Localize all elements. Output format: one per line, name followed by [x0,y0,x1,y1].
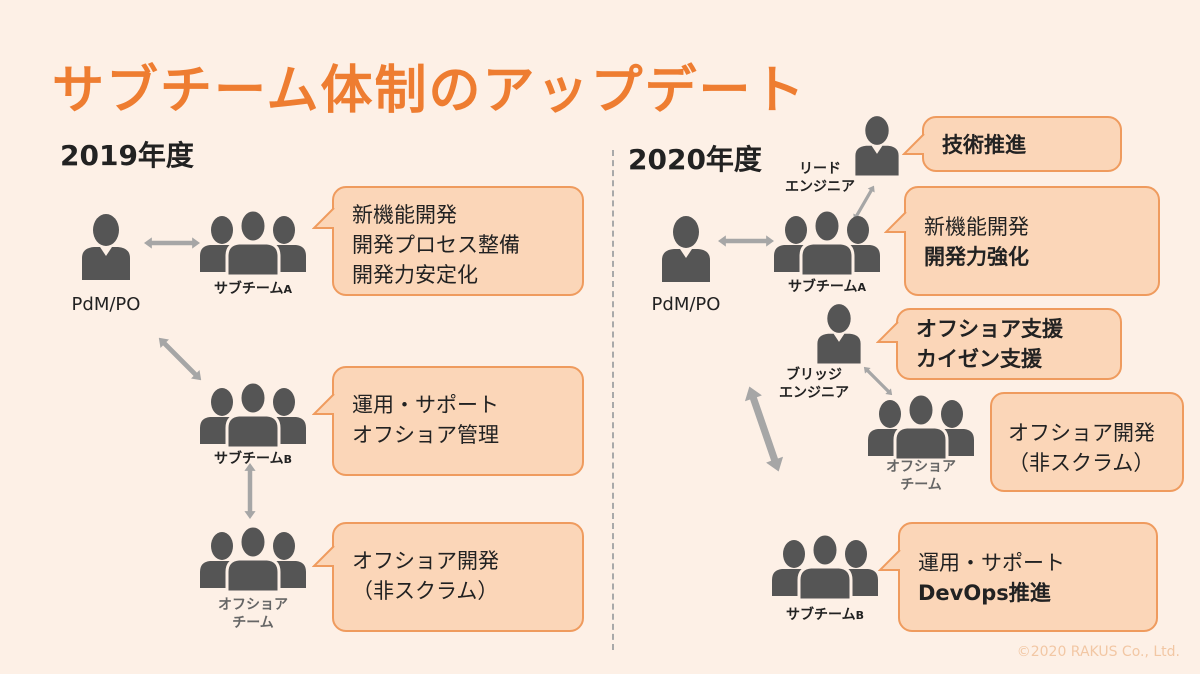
pdm-label: PdM/PO [71,294,141,315]
bridge-bubble: オフショア支援 カイゼン支援 [896,308,1122,380]
team-a-label: サブチームA [213,281,293,297]
bubble-line: 運用・サポート [352,393,499,417]
slide-title: サブチーム体制のアップデート [52,61,807,121]
offshore-bubble: オフショア開発 （非スクラム） [332,522,584,632]
bubble-line: 開発プロセス整備 [352,233,520,257]
bubble-line: オフショア開発 [352,549,499,573]
team-a-bubble: 新機能開発 開発力強化 [904,186,1160,296]
offshore-group-icon [866,390,976,460]
bubble-line: オフショア管理 [352,423,499,447]
bubble-line: 新機能開発 [352,203,457,227]
bubble-tail [312,207,335,229]
bubble-tail [312,393,335,415]
bubble-tail [876,321,899,343]
offshore-label: オフショアチーム [218,597,288,631]
lead-engineer-label: リードエンジニア [785,161,855,195]
bubble-line: オフショア支援 [916,317,1063,341]
team-a-label: サブチームA [787,279,867,295]
team-b-bubble: 運用・サポート DevOps推進 [898,522,1158,632]
bubble-tail [884,211,907,233]
arrow-pdm-team-a [144,234,200,252]
offshore-group-icon [198,522,308,592]
team-a-bubble: 新機能開発 開発プロセス整備 開発力安定化 [332,186,584,296]
bubble-line: カイゼン支援 [916,347,1042,371]
pdm-label: PdM/PO [651,294,721,315]
team-b-group-icon [770,530,880,600]
team-a-group-icon [198,206,308,276]
team-b-group-icon [198,378,308,448]
bubble-line: 開発力強化 [924,245,1029,269]
section-divider [612,150,614,650]
bubble-line: 新機能開発 [924,215,1029,239]
bubble-line: （非スクラム） [352,579,499,603]
pdm-person-icon [656,212,716,282]
lead-bubble: 技術推進 [922,116,1122,172]
bubble-line: （非スクラム） [1008,451,1155,475]
bubble-line: 技術推進 [942,133,1026,157]
year-2020-heading: 2020年度 [628,143,762,176]
bubble-line: 開発力安定化 [352,263,478,287]
bubble-tail [878,549,901,571]
team-b-bubble: 運用・サポート オフショア管理 [332,366,584,476]
offshore-label: オフショアチーム [886,459,956,493]
team-b-label: サブチームB [214,451,292,467]
offshore-bubble: オフショア開発 （非スクラム） [990,392,1184,492]
bridge-engineer-person-icon [812,300,866,364]
pdm-person-icon [76,210,136,280]
bubble-line: DevOps推進 [918,581,1051,605]
arrow-team-b-offshore [241,463,259,519]
copyright-text: ©2020 RAKUS Co., Ltd. [1016,644,1180,660]
bubble-tail [902,133,925,155]
bridge-engineer-label: ブリッジエンジニア [779,367,849,401]
bubble-tail [312,545,335,567]
arrow-pdm-team-a [718,232,774,250]
team-a-group-icon [772,206,882,276]
bubble-line: オフショア開発 [1008,421,1155,445]
team-b-label: サブチームB [786,607,864,623]
year-2019-heading: 2019年度 [60,139,194,172]
bubble-line: 運用・サポート [918,551,1065,575]
